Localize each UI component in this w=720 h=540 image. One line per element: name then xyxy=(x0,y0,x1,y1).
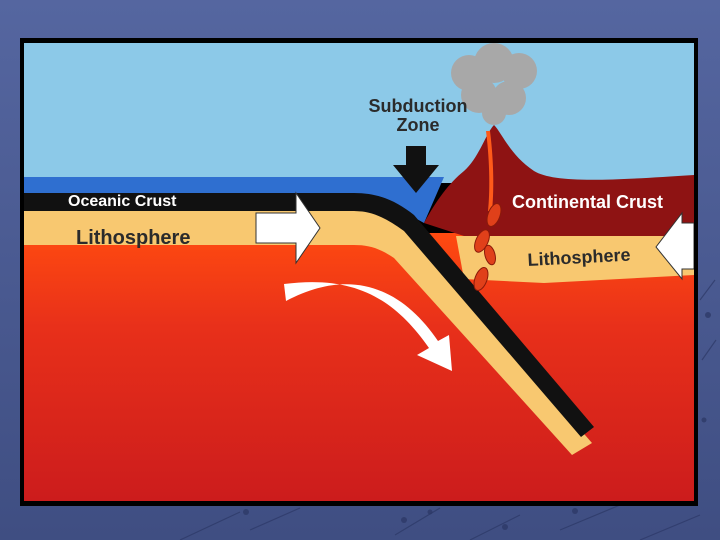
subduction-zone-label: Subduction Zone xyxy=(360,97,476,134)
continental-crust-label: Continental Crust xyxy=(512,193,663,211)
oceanic-crust-label: Oceanic Crust xyxy=(68,194,176,210)
subduction-diagram-svg xyxy=(24,43,694,501)
subduction-diagram: Subduction Zone Oceanic Crust Lithospher… xyxy=(24,43,694,501)
lithosphere-left-label: Lithosphere xyxy=(76,228,190,248)
subduction-zone-label-line2: Zone xyxy=(360,116,476,134)
subduction-zone-label-line1: Subduction xyxy=(360,97,476,115)
sky xyxy=(24,43,694,183)
